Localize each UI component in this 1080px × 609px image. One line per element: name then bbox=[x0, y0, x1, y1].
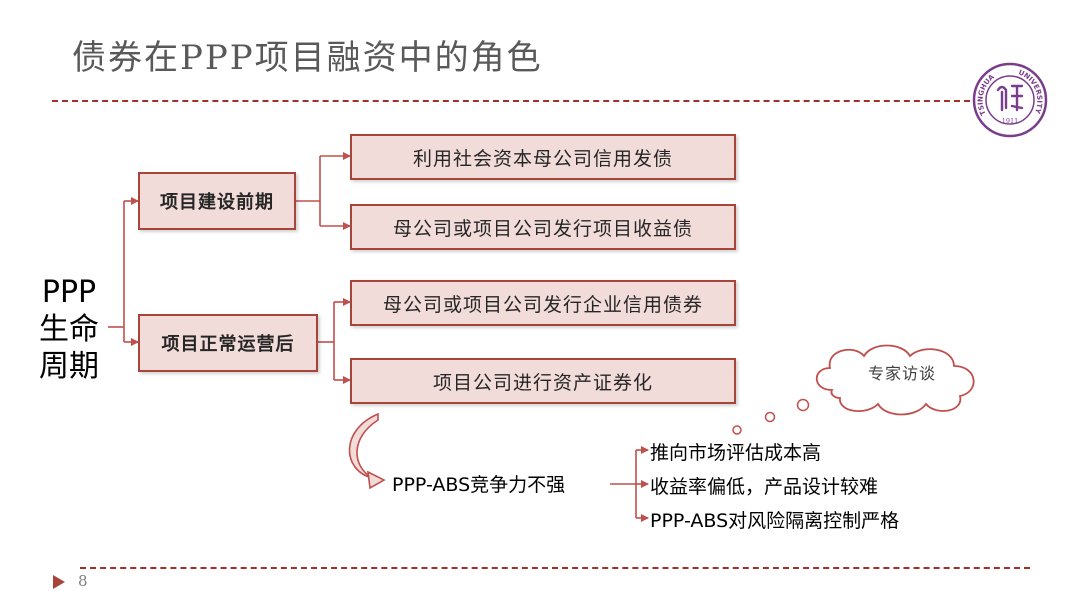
phase-construction-box: 项目建设前期 bbox=[138, 172, 296, 230]
curved-arrow-icon bbox=[348, 412, 379, 479]
method-box-project-revenue-bond: 母公司或项目公司发行项目收益债 bbox=[350, 204, 736, 250]
logo-year: 1911 bbox=[1002, 117, 1019, 125]
abs-conclusion: PPP-ABS竞争力不强 bbox=[392, 474, 566, 496]
reason-item: 收益率偏低，产品设计较难 bbox=[650, 476, 879, 498]
thought-cloud-icon bbox=[815, 344, 975, 416]
tsinghua-logo: TSINGHUA UNIVERSITY 1911 bbox=[972, 62, 1048, 138]
play-triangle-icon bbox=[53, 575, 65, 589]
method-box-corporate-credit-bond: 母公司或项目公司发行企业信用债券 bbox=[350, 280, 736, 326]
lifecycle-label: PPP 生命 周期 bbox=[39, 275, 99, 384]
method-box-securitization: 项目公司进行资产证券化 bbox=[350, 358, 736, 404]
method-box-parent-credit-bond: 利用社会资本母公司信用发债 bbox=[350, 134, 736, 180]
page-number: 8 bbox=[78, 572, 88, 590]
expert-interview-note: 专家访谈 bbox=[867, 364, 936, 383]
page-title: 债券在PPP项目融资中的角色 bbox=[72, 38, 543, 78]
title-divider bbox=[52, 100, 970, 102]
phase-operation-box: 项目正常运营后 bbox=[138, 314, 318, 372]
footer-divider bbox=[80, 567, 1030, 569]
reason-item: PPP-ABS对风险隔离控制严格 bbox=[650, 510, 900, 532]
reason-item: 推向市场评估成本高 bbox=[650, 442, 822, 464]
